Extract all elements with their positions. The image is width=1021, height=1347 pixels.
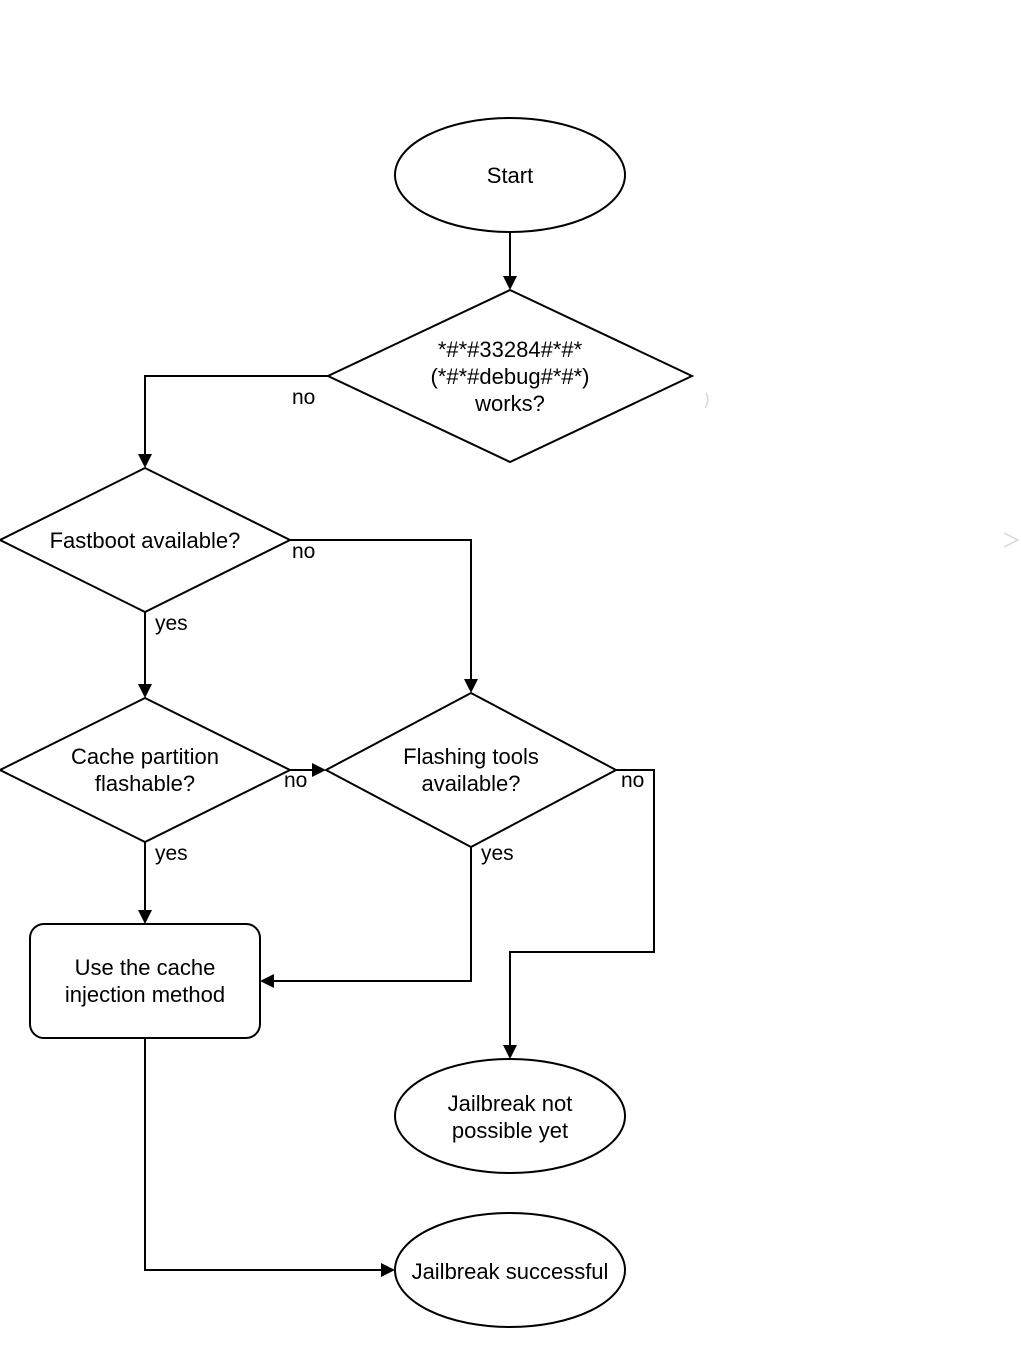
edge-label-debug-no: no bbox=[292, 386, 316, 409]
arrowhead-cache-yes-to-injection bbox=[138, 910, 152, 924]
arrowhead-debug-no-to-fastboot bbox=[138, 454, 152, 468]
scan-artifact-curve bbox=[704, 392, 709, 409]
edge-tools-yes-to-injection bbox=[272, 847, 472, 982]
edge-tools-no-to-not-possible bbox=[509, 769, 655, 1047]
edge-injection-to-successful bbox=[144, 1038, 383, 1271]
edge-label-fastboot-yes: yes bbox=[155, 612, 188, 635]
edge-fastboot-no-to-tools bbox=[290, 539, 472, 681]
edge-label-cache-yes: yes bbox=[155, 842, 188, 865]
edge-label-tools-no: no bbox=[621, 769, 645, 792]
arrowhead-start-to-debug bbox=[503, 276, 517, 290]
flashing-tools-decision-label: Flashing tools available? bbox=[403, 744, 539, 796]
edge-label-cache-no: no bbox=[284, 769, 308, 792]
arrowhead-tools-no-to-not-possible bbox=[503, 1045, 517, 1059]
edge-label-tools-yes: yes bbox=[481, 842, 514, 865]
debug-code-decision-shape bbox=[325, 288, 695, 464]
start-node-label: Start bbox=[486, 162, 534, 188]
cache-injection-process-label: Use the cache injection method bbox=[64, 955, 226, 1007]
arrowhead-fastboot-yes-to-cache bbox=[138, 684, 152, 698]
debug-code-decision-label: *#*#33284#*#* (*#*#debug#*#*) works? bbox=[430, 336, 590, 416]
edge-debug-no-to-fastboot bbox=[144, 375, 328, 456]
cache-partition-decision-label: Cache partition flashable? bbox=[71, 744, 219, 796]
arrowhead-injection-to-successful bbox=[381, 1263, 395, 1277]
arrowhead-cache-no-to-tools bbox=[312, 763, 326, 777]
successful-node-label: Jailbreak successful bbox=[411, 1258, 609, 1284]
scan-artifact-mark bbox=[1003, 532, 1020, 548]
edge-label-fastboot-no: no bbox=[292, 540, 316, 563]
arrowhead-tools-yes-to-injection bbox=[260, 974, 274, 988]
arrowhead-fastboot-no-to-tools bbox=[464, 679, 478, 693]
fastboot-decision-label: Fastboot available? bbox=[49, 527, 241, 553]
not-possible-node-label: Jailbreak not possible yet bbox=[447, 1091, 573, 1143]
